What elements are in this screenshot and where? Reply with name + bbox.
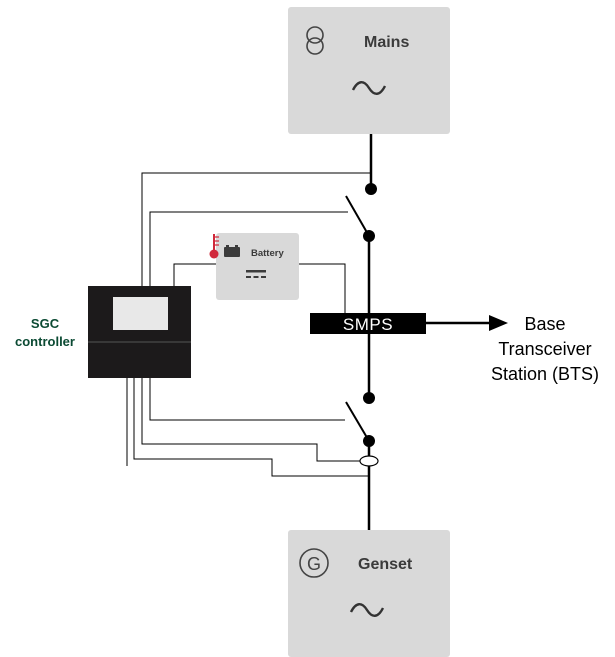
smps-bar (310, 313, 426, 334)
ac-sine-icon (349, 603, 385, 617)
mains-panel (288, 7, 450, 134)
sgc-label-line2: controller (15, 334, 75, 349)
controller-display (113, 297, 168, 330)
thermometer-icon (209, 234, 219, 259)
bts-label: Base Transceiver Station (BTS) (491, 314, 599, 384)
control-wiring (126, 172, 370, 477)
smps-block: SMPS (310, 313, 426, 334)
bts-arrow (426, 315, 508, 331)
genset-label: Genset (358, 556, 413, 573)
generator-icon-letter: G (307, 554, 321, 574)
battery-icon (224, 245, 240, 257)
bts-label-line1: Base (524, 314, 565, 334)
mains-label: Mains (364, 34, 409, 51)
sgc-label-line1: SGC (31, 316, 60, 331)
bts-label-line2: Transceiver (498, 339, 591, 359)
current-sensor-icon (359, 455, 379, 467)
dc-symbol-icon (246, 270, 266, 278)
battery-label: Battery (251, 248, 284, 259)
genset-box: G Genset (288, 530, 450, 657)
mains-switch (345, 183, 377, 242)
smps-label: SMPS (343, 315, 393, 334)
generator-icon (299, 548, 329, 578)
ac-sine-icon (351, 81, 387, 95)
mains-box: Mains (288, 7, 450, 134)
bts-label-line3: Station (BTS) (491, 364, 599, 384)
genset-switch (345, 392, 375, 447)
sgc-controller (88, 286, 191, 378)
battery-panel (216, 233, 299, 300)
battery-box: Battery (209, 233, 299, 300)
transformer-icon (306, 26, 324, 55)
